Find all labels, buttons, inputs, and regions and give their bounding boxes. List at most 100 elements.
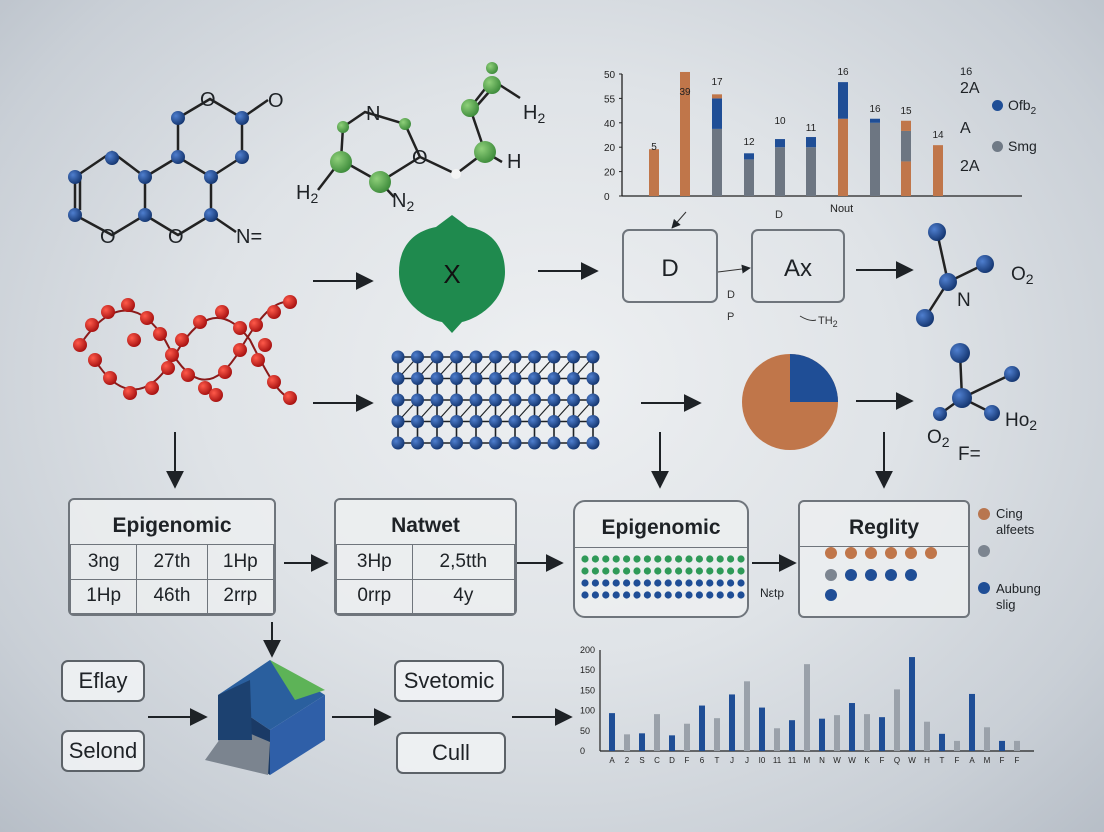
grid-dot bbox=[737, 567, 745, 575]
panel-epigenomic-2: Epigenomic bbox=[573, 500, 749, 618]
grid-dot bbox=[727, 567, 735, 575]
lattice-atom bbox=[450, 436, 463, 450]
top-chart-bar bbox=[806, 147, 816, 196]
grid-dot bbox=[623, 567, 631, 575]
dot-grid bbox=[581, 555, 745, 599]
bottom-chart-xtick: K bbox=[864, 756, 870, 765]
bottom-chart-xtick: M bbox=[984, 756, 991, 765]
top-chart-right-a: A bbox=[960, 120, 971, 137]
grid-dot bbox=[685, 579, 693, 587]
lattice-atom bbox=[508, 350, 522, 364]
bottom-chart-bar bbox=[684, 723, 690, 751]
top-chart-data-label: 39 bbox=[679, 87, 691, 98]
eflay-box: Eflay bbox=[61, 660, 145, 702]
grid-dot bbox=[602, 579, 610, 587]
grid-dot bbox=[581, 555, 589, 563]
grid-dot bbox=[602, 555, 610, 563]
lattice-atom bbox=[586, 372, 600, 385]
table-cell: 3ng bbox=[69, 544, 138, 580]
lattice-atom bbox=[411, 372, 424, 385]
lattice-atom bbox=[489, 415, 502, 428]
top-chart-bar bbox=[901, 161, 911, 196]
legend-dot-blue bbox=[978, 582, 990, 594]
table-cell: 46th bbox=[136, 578, 208, 614]
grid-dot bbox=[633, 591, 641, 599]
table-cell: 3Hp bbox=[336, 544, 413, 580]
lattice-atom bbox=[450, 415, 463, 428]
grid-dot bbox=[706, 555, 714, 563]
top-chart-bar bbox=[901, 130, 911, 162]
bottom-chart-xtick: F bbox=[955, 756, 960, 765]
bottom-chart-bar bbox=[759, 707, 765, 751]
bottom-chart-xtick: F bbox=[685, 756, 690, 765]
ax-box-label: Ax bbox=[784, 255, 812, 282]
grid-dot bbox=[612, 591, 620, 599]
top-chart-right-16: 16 bbox=[960, 66, 973, 78]
bottom-chart-bar bbox=[804, 664, 810, 751]
grid-dot bbox=[664, 567, 672, 575]
bottom-chart-bar bbox=[879, 717, 885, 751]
top-chart-ytick: 20 bbox=[604, 168, 616, 179]
top-chart-data-label: 16 bbox=[837, 67, 849, 78]
grid-dot bbox=[602, 567, 610, 575]
top-chart-bar bbox=[775, 147, 785, 196]
grid-dot bbox=[716, 591, 724, 599]
bottom-chart-xtick: A bbox=[969, 756, 975, 765]
lattice-atom bbox=[450, 350, 463, 364]
top-chart-ytick: 20 bbox=[604, 143, 616, 154]
bottom-chart-xtick: N bbox=[819, 756, 825, 765]
grid-dot bbox=[591, 591, 599, 599]
bottom-chart-xtick: C bbox=[654, 756, 660, 765]
lattice-atom bbox=[411, 393, 424, 407]
bottom-chart-bar bbox=[849, 703, 855, 751]
table-cell: 0rrp bbox=[336, 578, 413, 614]
bottom-chart-xtick: M bbox=[804, 756, 811, 765]
bottom-chart-bar bbox=[669, 735, 675, 751]
bottom-chart-bar bbox=[699, 705, 705, 751]
legend-smg-label: Smg bbox=[1008, 138, 1037, 154]
lattice-atom bbox=[586, 436, 600, 450]
bottom-chart-xtick: 2 bbox=[625, 756, 630, 765]
molecule-right-2-ho2: Ho2 bbox=[1005, 410, 1037, 433]
bottom-chart-bar bbox=[624, 734, 630, 751]
grid-dot bbox=[737, 555, 745, 563]
lattice-atom bbox=[508, 436, 522, 450]
lattice-atom bbox=[508, 393, 522, 407]
grid-dot bbox=[581, 579, 589, 587]
svetomic-box: Svetomic bbox=[394, 660, 504, 702]
top-chart-right-2a-1: 2A bbox=[960, 80, 980, 97]
bottom-chart-bar bbox=[984, 727, 990, 751]
bottom-chart-bar bbox=[864, 714, 870, 751]
bottom-chart-bar bbox=[609, 713, 615, 751]
bottom-chart-xtick: T bbox=[715, 756, 720, 765]
lattice-atom bbox=[528, 415, 541, 428]
top-chart-data-label: 17 bbox=[711, 77, 723, 88]
bottom-chart-xtick: W bbox=[908, 756, 916, 765]
molecule-right-1 bbox=[916, 223, 994, 327]
table-cell: 27th bbox=[136, 544, 208, 580]
table-cell: 2,5tth bbox=[411, 544, 516, 580]
d-box bbox=[622, 229, 718, 303]
table-cell: 2rrp bbox=[206, 578, 275, 614]
bottom-chart-ytick: 100 bbox=[580, 706, 595, 716]
bottom-chart-bar bbox=[894, 689, 900, 751]
reglity-side-label: Nεtp bbox=[760, 586, 785, 600]
grid-dot bbox=[623, 591, 631, 599]
bottom-chart-bar bbox=[714, 718, 720, 751]
top-chart-data-label: 12 bbox=[743, 137, 755, 148]
grid-dot bbox=[654, 555, 662, 563]
molecule-labels: O O O O N= N O H H2 H2 N2 bbox=[100, 89, 545, 248]
grid-dot bbox=[695, 555, 703, 563]
grid-dot bbox=[706, 579, 714, 587]
panel-epigenomic-2-title: Epigenomic bbox=[601, 516, 721, 539]
cull-box: Cull bbox=[396, 732, 506, 774]
bottom-chart-ytick: 50 bbox=[580, 726, 590, 736]
lattice-atom bbox=[391, 436, 405, 450]
grid-dot bbox=[643, 591, 651, 599]
ax-box bbox=[751, 229, 845, 303]
grid-dot bbox=[633, 567, 641, 575]
table-natwet-title: Natwet bbox=[391, 514, 460, 537]
bottom-chart-bar bbox=[654, 714, 660, 751]
lattice-atom bbox=[450, 372, 463, 385]
